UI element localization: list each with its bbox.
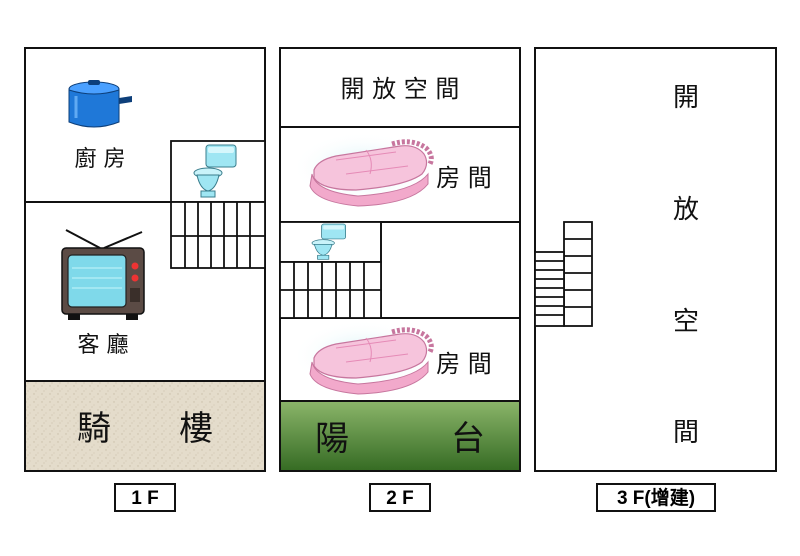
television-icon <box>61 229 145 320</box>
room-label-living-room: 客 廳 <box>78 333 129 358</box>
room-label-arcade: 騎 樓 <box>77 409 213 449</box>
arcade-area <box>24 380 266 472</box>
floor-tag-1f-label: 1 F <box>131 488 158 509</box>
floor-1: 廚 房 客 廳 騎 樓 <box>24 47 266 472</box>
floor-tag-1f: 1 F <box>114 483 176 512</box>
staircase-icon <box>279 261 382 319</box>
floor-2: 開 放 空 間 房 間 房 間 陽 台 <box>279 47 521 472</box>
staircase-icon <box>534 221 593 327</box>
floor-tag-2f-label: 2 F <box>386 488 413 509</box>
room-label-open-1: 開 <box>673 83 699 113</box>
room-label-open-2: 放 <box>673 195 699 225</box>
floor-tag-3f: 3 F(增建) <box>596 483 716 512</box>
room-label-bedroom-upper: 房 間 <box>436 164 492 192</box>
floor-3: 開 放 空 間 <box>534 47 777 472</box>
room-label-open-space: 開 放 空 間 <box>341 75 460 103</box>
floor-tag-3f-label: 3 F(增建) <box>617 486 695 509</box>
cooking-pot-icon <box>68 80 132 128</box>
room-label-balcony: 陽 台 <box>315 419 485 459</box>
floor-tag-2f: 2 F <box>369 483 431 512</box>
balcony-area <box>279 400 521 472</box>
room-label-open-4: 間 <box>673 418 699 448</box>
room-label-kitchen: 廚 房 <box>75 147 126 172</box>
room-label-open-3: 空 <box>673 307 699 337</box>
staircase-icon <box>170 201 266 269</box>
room-label-bedroom-lower: 房 間 <box>436 350 492 378</box>
